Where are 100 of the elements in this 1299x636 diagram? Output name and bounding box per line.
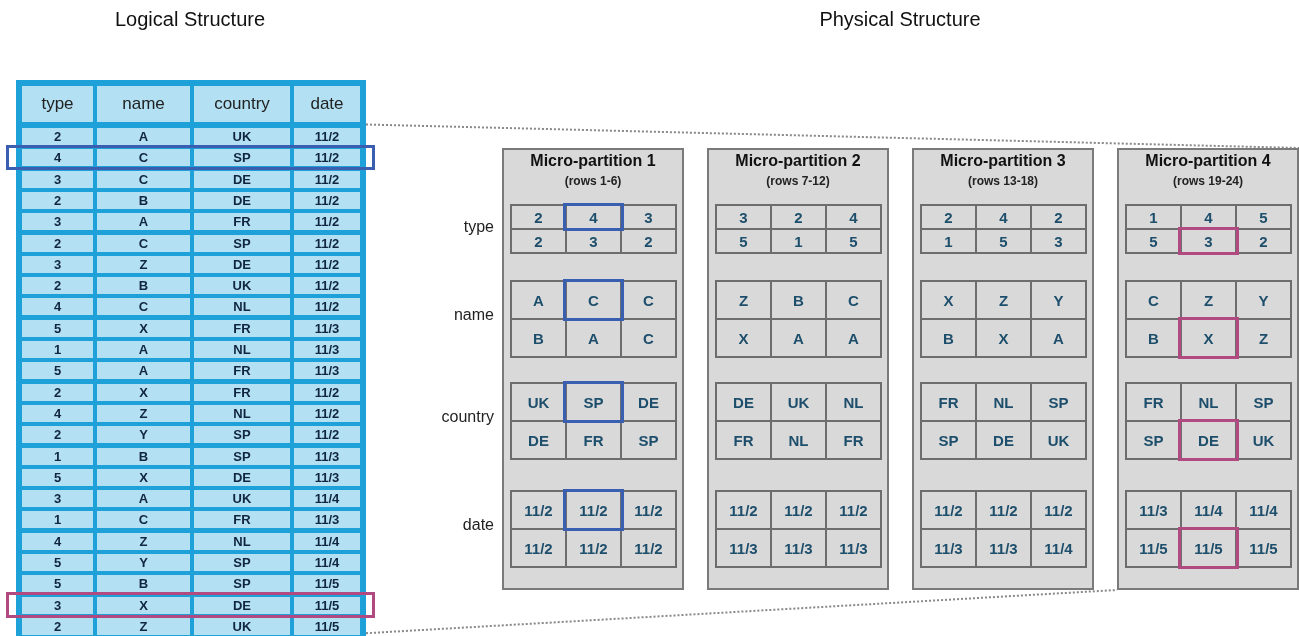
table-cell: 1 xyxy=(20,339,95,360)
value-cell: 4 xyxy=(825,204,882,230)
table-cell: UK xyxy=(192,488,292,510)
table-cell: 5 xyxy=(20,317,95,339)
table-cell: 11/2 xyxy=(292,126,362,147)
partition-panel xyxy=(912,148,1094,590)
table-cell: FR xyxy=(192,211,292,233)
value-cell: 3 xyxy=(1030,228,1087,254)
table-cell: FR xyxy=(192,509,292,531)
value-cell: NL xyxy=(825,382,882,422)
value-cell: 2 xyxy=(510,228,567,254)
table-cell: A xyxy=(95,488,192,510)
value-cell: 11/3 xyxy=(920,528,977,568)
value-cell: 11/4 xyxy=(1030,528,1087,568)
value-cell: 5 xyxy=(825,228,882,254)
value-cell: 5 xyxy=(715,228,772,254)
table-cell: X xyxy=(95,466,192,488)
table-cell: Z xyxy=(95,253,192,275)
table-cell: DE xyxy=(192,189,292,211)
table-cell: B xyxy=(95,573,192,595)
table-cell: 1 xyxy=(20,509,95,531)
table-cell: 11/2 xyxy=(292,211,362,233)
partition-title: Micro-partition 2 xyxy=(734,152,862,170)
table-cell: 11/3 xyxy=(292,339,362,360)
table-cell: 11/3 xyxy=(292,509,362,531)
table-cell: 3 xyxy=(20,488,95,510)
table-cell: A xyxy=(95,211,192,233)
row-range: (rows 13-18) xyxy=(967,174,1039,188)
value-cell: 11/2 xyxy=(620,528,677,568)
value-cell: Y xyxy=(1235,280,1292,320)
value-cell: SP xyxy=(1030,382,1087,422)
row-label: country xyxy=(440,408,494,426)
value-cell: DE xyxy=(715,382,772,422)
table-cell: B xyxy=(95,445,192,467)
table-cell: Y xyxy=(95,552,192,573)
partition-panel xyxy=(707,148,889,590)
value-cell: FR xyxy=(715,420,772,460)
table-cell: FR xyxy=(192,317,292,339)
table-cell: SP xyxy=(192,424,292,446)
table-cell: 5 xyxy=(20,360,95,382)
table-cell: 4 xyxy=(20,296,95,318)
value-cell: 11/2 xyxy=(1030,490,1087,530)
column-header: country xyxy=(192,84,292,124)
section-title: Physical Structure xyxy=(818,8,982,31)
table-cell: Z xyxy=(95,530,192,552)
value-cell: 1 xyxy=(920,228,977,254)
value-cell: UK xyxy=(1030,420,1087,460)
partition-title: Micro-partition 1 xyxy=(529,152,657,170)
value-cell: X xyxy=(920,280,977,320)
table-cell: C xyxy=(95,296,192,318)
value-cell: 11/2 xyxy=(920,490,977,530)
value-cell: 11/3 xyxy=(825,528,882,568)
table-cell: 11/5 xyxy=(292,573,362,595)
table-cell: 3 xyxy=(20,168,95,190)
table-cell: 5 xyxy=(20,552,95,573)
value-cell: 11/2 xyxy=(510,528,567,568)
row-range: (rows 19-24) xyxy=(1172,174,1244,188)
table-cell: DE xyxy=(192,594,292,616)
table-cell: 5 xyxy=(20,466,95,488)
table-cell: C xyxy=(95,232,192,254)
table-cell: 11/2 xyxy=(292,189,362,211)
table-cell: 11/5 xyxy=(292,594,362,616)
value-cell: A xyxy=(825,318,882,358)
table-cell: UK xyxy=(192,275,292,297)
value-cell: SP xyxy=(920,420,977,460)
value-cell: A xyxy=(1030,318,1087,358)
table-cell: 11/3 xyxy=(292,466,362,488)
table-cell: NL xyxy=(192,402,292,424)
value-cell: B xyxy=(920,318,977,358)
value-cell: C xyxy=(620,318,677,358)
table-cell: 11/2 xyxy=(292,275,362,297)
value-cell: 11/2 xyxy=(825,490,882,530)
table-cell: SP xyxy=(192,232,292,254)
row-label: name xyxy=(452,306,494,324)
table-cell: 11/2 xyxy=(292,402,362,424)
table-cell: 11/4 xyxy=(292,530,362,552)
table-cell: A xyxy=(95,360,192,382)
table-cell: X xyxy=(95,594,192,616)
table-cell: 11/2 xyxy=(292,381,362,403)
table-cell: UK xyxy=(192,126,292,147)
table-cell: NL xyxy=(192,530,292,552)
table-cell: DE xyxy=(192,466,292,488)
value-cell: FR xyxy=(920,382,977,422)
table-cell: 11/3 xyxy=(292,317,362,339)
table-cell: NL xyxy=(192,339,292,360)
value-cell: 2 xyxy=(620,228,677,254)
table-cell: A xyxy=(95,339,192,360)
partition-title: Micro-partition 4 xyxy=(1144,152,1272,170)
table-cell: 5 xyxy=(20,573,95,595)
table-cell: 11/2 xyxy=(292,168,362,190)
table-cell: 1 xyxy=(20,445,95,467)
value-cell: FR xyxy=(1125,382,1182,422)
partition-panel xyxy=(1117,148,1299,590)
table-cell: 4 xyxy=(20,530,95,552)
table-cell: 11/2 xyxy=(292,296,362,318)
value-cell: 5 xyxy=(1235,204,1292,230)
value-cell: X xyxy=(715,318,772,358)
value-cell: SP xyxy=(620,420,677,460)
table-cell: B xyxy=(95,275,192,297)
table-cell: 2 xyxy=(20,126,95,147)
